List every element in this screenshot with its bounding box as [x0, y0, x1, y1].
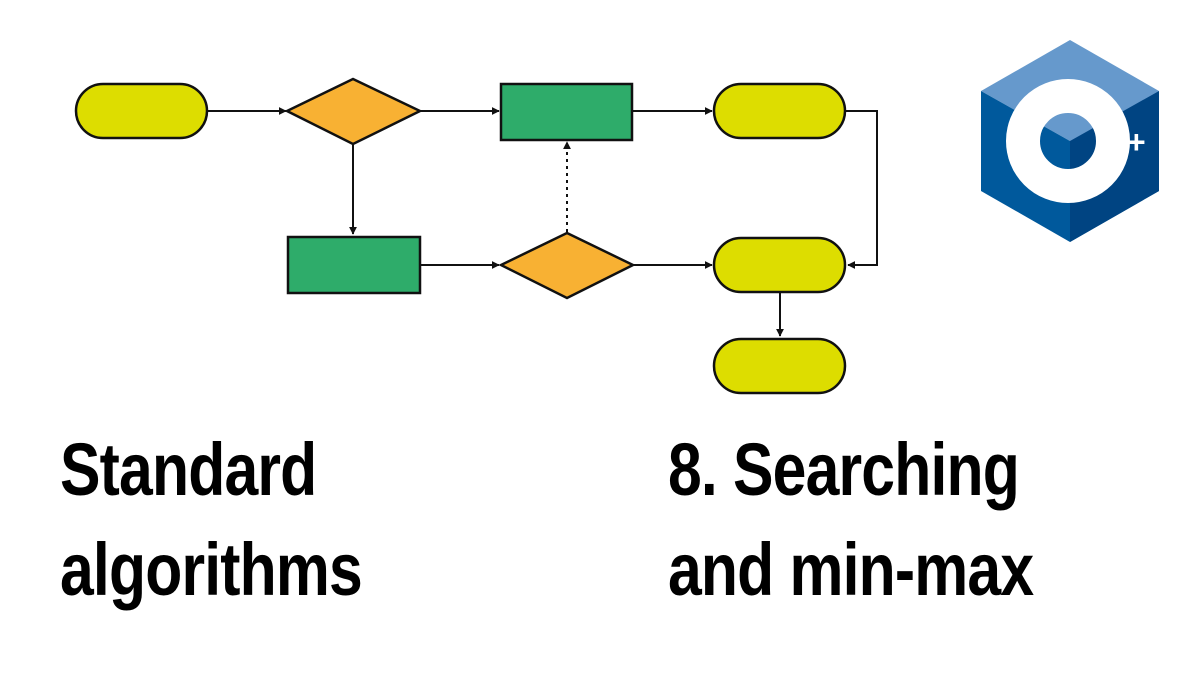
nodes: [74, 77, 847, 395]
process-node-top: [499, 82, 634, 142]
cpp-logo-icon: ++: [981, 40, 1159, 242]
logo-plus-mark: ++: [1108, 124, 1145, 160]
terminal-node-start: [74, 82, 209, 140]
title-right-line-2: and min-max: [668, 528, 1034, 611]
terminal-node-mid: [712, 236, 847, 294]
process-node-bottom: [286, 235, 422, 295]
title-left: Standard algorithms: [60, 420, 363, 620]
connectors: [208, 107, 878, 337]
title-left-line-2: algorithms: [60, 528, 363, 611]
terminal-node-top-right: [712, 82, 847, 140]
decision-node-top: [284, 77, 423, 146]
connector-terminal-top-right-to-terminal-mid: [845, 110, 878, 269]
decision-node-bottom: [498, 231, 636, 300]
title-left-line-1: Standard: [60, 428, 317, 511]
title-right: 8. Searching and min-max: [668, 420, 1034, 620]
terminal-node-end: [712, 337, 847, 395]
logo-ring: [1006, 79, 1130, 203]
title-right-line-1: 8. Searching: [668, 428, 1020, 511]
